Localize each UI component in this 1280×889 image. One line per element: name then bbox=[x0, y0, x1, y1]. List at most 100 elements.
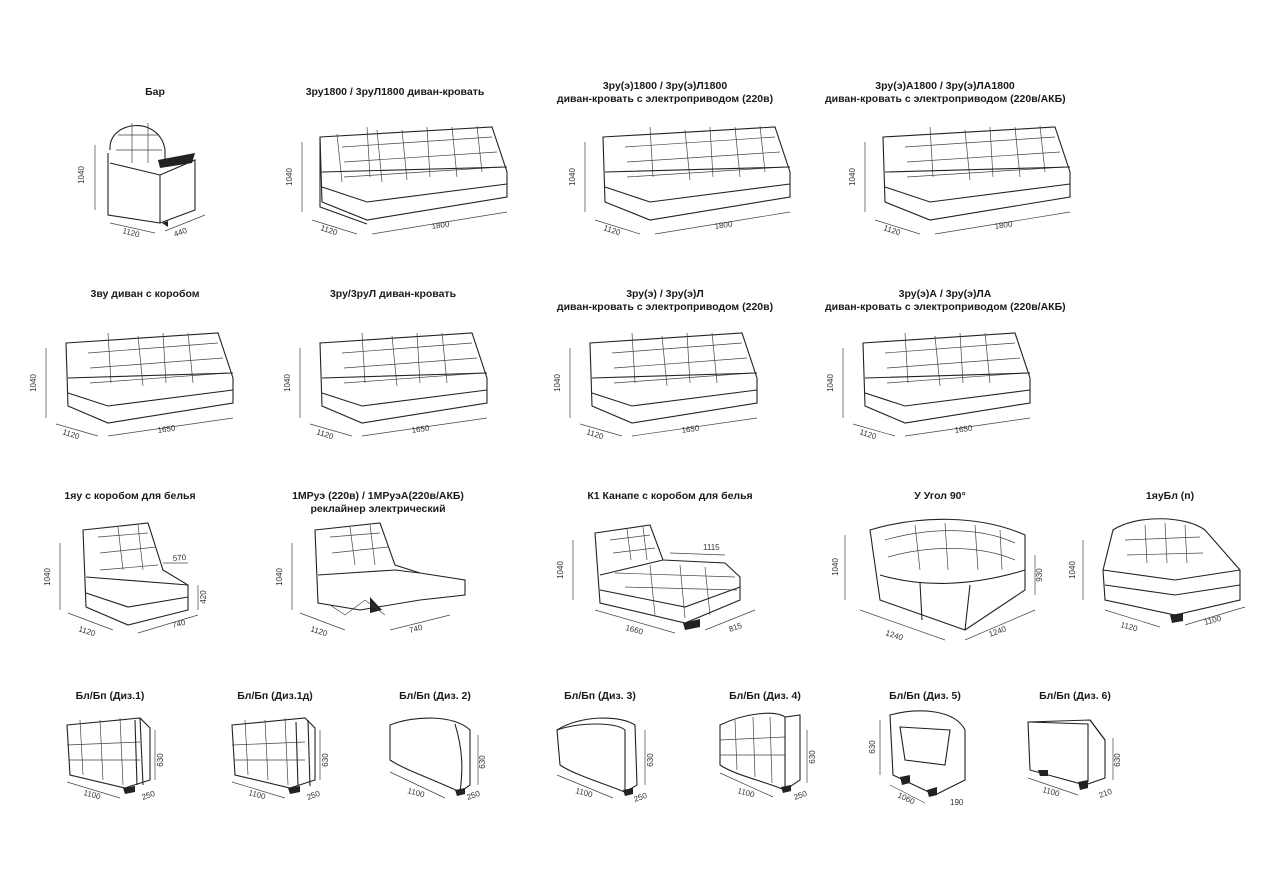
chair-drawing: 1040 1120 740 570 420 bbox=[43, 522, 208, 638]
title-line: Бл/Бп (Диз. 3) bbox=[564, 690, 636, 702]
dim-width: 740 bbox=[408, 623, 424, 635]
item-title: Бл/Бп (Диз. 4) bbox=[715, 690, 815, 703]
dim-depth: 1100 bbox=[406, 786, 425, 799]
sofa-drawing: 1040 1120 1800 bbox=[285, 125, 508, 237]
armrest-drawing: 630 1100 250 bbox=[231, 717, 330, 802]
dim-width: 440 bbox=[173, 226, 189, 239]
dim-height: 630 bbox=[156, 753, 165, 767]
dim-depth: 1120 bbox=[61, 427, 81, 441]
title-line: Бл/Бп (Диз. 6) bbox=[1039, 690, 1111, 702]
armrest-drawing: 630 1060 190 bbox=[868, 710, 966, 807]
dim-width: 1650 bbox=[954, 424, 973, 435]
dim-depth: 1120 bbox=[1119, 620, 1138, 633]
dim-width: 1650 bbox=[681, 424, 700, 435]
dim-width: 250 bbox=[466, 789, 482, 802]
item-title: 3ру1800 / 3руЛ1800 диван-кровать bbox=[300, 86, 490, 99]
dim-depth: 1240 bbox=[884, 628, 904, 642]
item-title: 1яу с коробом для белья bbox=[55, 490, 205, 503]
dim-depth: 1100 bbox=[247, 788, 266, 801]
title-line: 3ру(э)А / 3ру(э)ЛА bbox=[898, 288, 992, 300]
dim-width: 250 bbox=[306, 789, 322, 802]
dim-seat: 930 bbox=[1035, 568, 1044, 582]
title-line: диван-кровать с электроприводом (220в) bbox=[556, 301, 774, 313]
title-line: 3ру(э)А1800 / 3ру(э)ЛА1800 bbox=[875, 80, 1015, 92]
title-line: Бл/Бп (Диз. 4) bbox=[729, 690, 801, 702]
title-line: 1МРуэ (220в) / 1МРуэА(220в/АКБ) bbox=[292, 490, 464, 502]
title-line: Бар bbox=[145, 86, 165, 98]
item-title: У Угол 90° bbox=[880, 490, 1000, 503]
armrest-drawing: 630 1100 250 bbox=[719, 712, 817, 802]
item-title: 3ру/3руЛ диван-кровать bbox=[318, 288, 468, 301]
recliner-drawing: 1040 1120 740 bbox=[275, 522, 466, 638]
dim-height: 630 bbox=[808, 750, 817, 764]
dim-height: 1040 bbox=[43, 568, 52, 586]
canape-drawing: 1040 1115 1660 815 bbox=[556, 524, 756, 637]
dim-depth: 1120 bbox=[309, 624, 329, 638]
sofa-drawing: 1040 1120 1800 bbox=[848, 125, 1071, 237]
dim-depth: 1120 bbox=[602, 223, 622, 237]
dim-depth: 1100 bbox=[736, 786, 755, 799]
armrest-drawing: 630 1100 250 bbox=[66, 717, 165, 802]
title-line: реклайнер электрический bbox=[310, 503, 446, 515]
item-title: Бар bbox=[100, 86, 210, 99]
dim-height: 1040 bbox=[556, 561, 565, 579]
sofa-drawing: 1040 1120 1650 bbox=[553, 332, 758, 441]
dim-seat: 570 bbox=[172, 553, 187, 563]
dim-height: 1040 bbox=[1068, 561, 1077, 579]
dim-height: 630 bbox=[646, 753, 655, 767]
dim-length: 1115 bbox=[703, 543, 720, 552]
title-line: Бл/Бп (Диз. 2) bbox=[399, 690, 471, 702]
armrest-drawing: 630 1100 210 bbox=[1027, 719, 1122, 800]
armrest-drawing: 630 1100 250 bbox=[556, 717, 655, 804]
bar-module-drawing: 1040 1120 440 bbox=[77, 123, 206, 240]
dim-width: 250 bbox=[633, 791, 649, 804]
dim-depth: 1660 bbox=[624, 623, 644, 636]
dim-width: 1240 bbox=[988, 624, 1008, 639]
title-line: диван-кровать с электроприводом (220в/АК… bbox=[825, 93, 1066, 105]
item-title: 1яуБл (п) bbox=[1130, 490, 1210, 503]
dim-depth: 1100 bbox=[1041, 785, 1060, 798]
dim-depth: 1120 bbox=[77, 624, 97, 638]
title-line: диван-кровать с электроприводом (220в) bbox=[556, 93, 774, 105]
dim-depth: 1120 bbox=[882, 223, 902, 237]
sofa-drawing: 1040 1120 1650 bbox=[29, 332, 234, 441]
dim-depth: 1100 bbox=[82, 788, 101, 801]
title-line: 1яуБл (п) bbox=[1145, 490, 1195, 502]
item-title: 1МРуэ (220в) / 1МРуэА(220в/АКБ) реклайне… bbox=[278, 490, 478, 516]
item-title: 3ру(э)1800 / 3ру(э)Л1800 диван-кровать с… bbox=[545, 80, 785, 106]
dim-height: 1040 bbox=[77, 166, 86, 184]
item-title: 3ву диван с коробом bbox=[75, 288, 215, 301]
title-line: К1 Канапе с коробом для белья bbox=[587, 490, 753, 502]
sofa-drawing: 1040 1120 1650 bbox=[283, 332, 488, 441]
dim-width: 1800 bbox=[994, 220, 1013, 231]
dim-depth: 1120 bbox=[315, 427, 335, 441]
dim-height: 1040 bbox=[285, 168, 294, 186]
dim-width: 815 bbox=[728, 621, 744, 634]
title-line: У Угол 90° bbox=[914, 490, 966, 502]
title-line: Бл/Бп (Диз.1) bbox=[75, 690, 145, 702]
dim-width: 1800 bbox=[431, 220, 450, 231]
title-line: диван-кровать с электроприводом (220в/АК… bbox=[825, 301, 1066, 313]
title-line: 3ру1800 / 3руЛ1800 диван-кровать bbox=[305, 86, 485, 98]
dim-height: 630 bbox=[321, 753, 330, 767]
dim-height: 1040 bbox=[826, 374, 835, 392]
item-title: Бл/Бп (Диз. 6) bbox=[1025, 690, 1125, 703]
corner-drawing: 1040 930 1240 1240 bbox=[831, 518, 1044, 643]
item-title: Бл/Бп (Диз.1д) bbox=[225, 690, 325, 703]
dim-width: 190 bbox=[950, 798, 964, 807]
dim-height: 1040 bbox=[275, 568, 284, 586]
dim-seat-height: 420 bbox=[199, 590, 208, 604]
title-line: 3ву диван с коробом bbox=[90, 288, 200, 300]
dim-height: 630 bbox=[478, 755, 487, 769]
dim-width: 250 bbox=[793, 789, 809, 802]
item-title: Бл/Бп (Диз. 2) bbox=[385, 690, 485, 703]
dim-width: 250 bbox=[141, 789, 157, 802]
item-title: Бл/Бп (Диз. 3) bbox=[550, 690, 650, 703]
dim-depth: 1060 bbox=[896, 791, 916, 807]
sofa-drawing: 1040 1120 1800 bbox=[568, 125, 791, 237]
dim-height: 1040 bbox=[553, 374, 562, 392]
dim-height: 1040 bbox=[29, 374, 38, 392]
title-line: Бл/Бп (Диз.1д) bbox=[237, 690, 313, 702]
dim-height: 630 bbox=[1113, 753, 1122, 767]
item-title: 3ру(э) / 3ру(э)Л диван-кровать с электро… bbox=[545, 288, 785, 314]
